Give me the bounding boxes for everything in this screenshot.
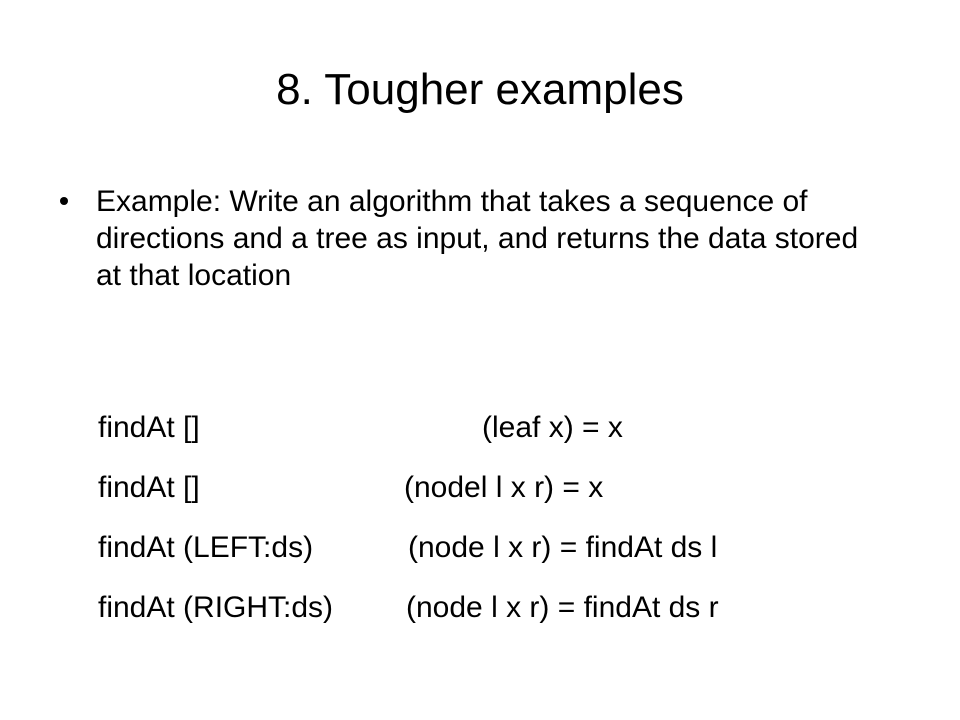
code-tree-clause: (nodel l x r) = x bbox=[404, 471, 604, 504]
code-tree-clause: (node l x r) = findAt ds l bbox=[408, 531, 718, 564]
bullet-text: Example: Write an algorithm that takes a… bbox=[96, 185, 859, 292]
code-pattern: findAt (LEFT:ds) bbox=[98, 531, 314, 564]
code-pattern: findAt [] bbox=[98, 411, 200, 444]
bullet-dot-icon bbox=[60, 197, 68, 205]
code-tree-clause: (leaf x) = x bbox=[482, 411, 623, 444]
slide-title: 8. Tougher examples bbox=[276, 65, 684, 114]
code-pattern: findAt [] bbox=[98, 471, 200, 504]
code-pattern: findAt (RIGHT:ds) bbox=[98, 591, 334, 624]
code-tree-clause: (node l x r) = findAt ds r bbox=[406, 591, 719, 624]
